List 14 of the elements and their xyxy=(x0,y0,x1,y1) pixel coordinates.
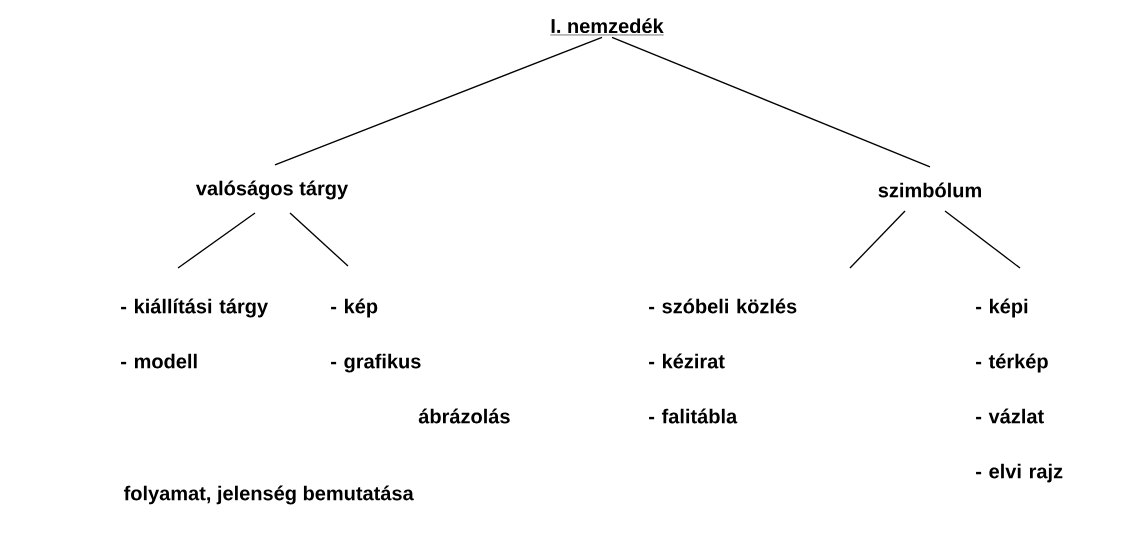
connector-line xyxy=(611,36,931,168)
category-label: valóságos tárgy xyxy=(195,180,349,200)
note: folyamat, jelenség bemutatása xyxy=(123,485,414,505)
connector-line xyxy=(177,212,256,269)
connector-line xyxy=(944,210,1021,269)
item-list: - kiállítási tárgy - modell xyxy=(121,298,268,369)
connector-line xyxy=(849,210,906,269)
connector-line xyxy=(274,36,603,166)
item-list: - kép - grafikus ábrázolás xyxy=(331,298,510,424)
heading: I. nemzedék xyxy=(550,18,664,36)
category-label: szimbólum xyxy=(878,182,981,198)
item-list: - képi - térkép - vázlat - elvi rajz xyxy=(976,298,1063,483)
connector-line xyxy=(289,212,349,267)
item-list: - szóbeli közlés - kézirat - falitábla xyxy=(649,298,797,424)
